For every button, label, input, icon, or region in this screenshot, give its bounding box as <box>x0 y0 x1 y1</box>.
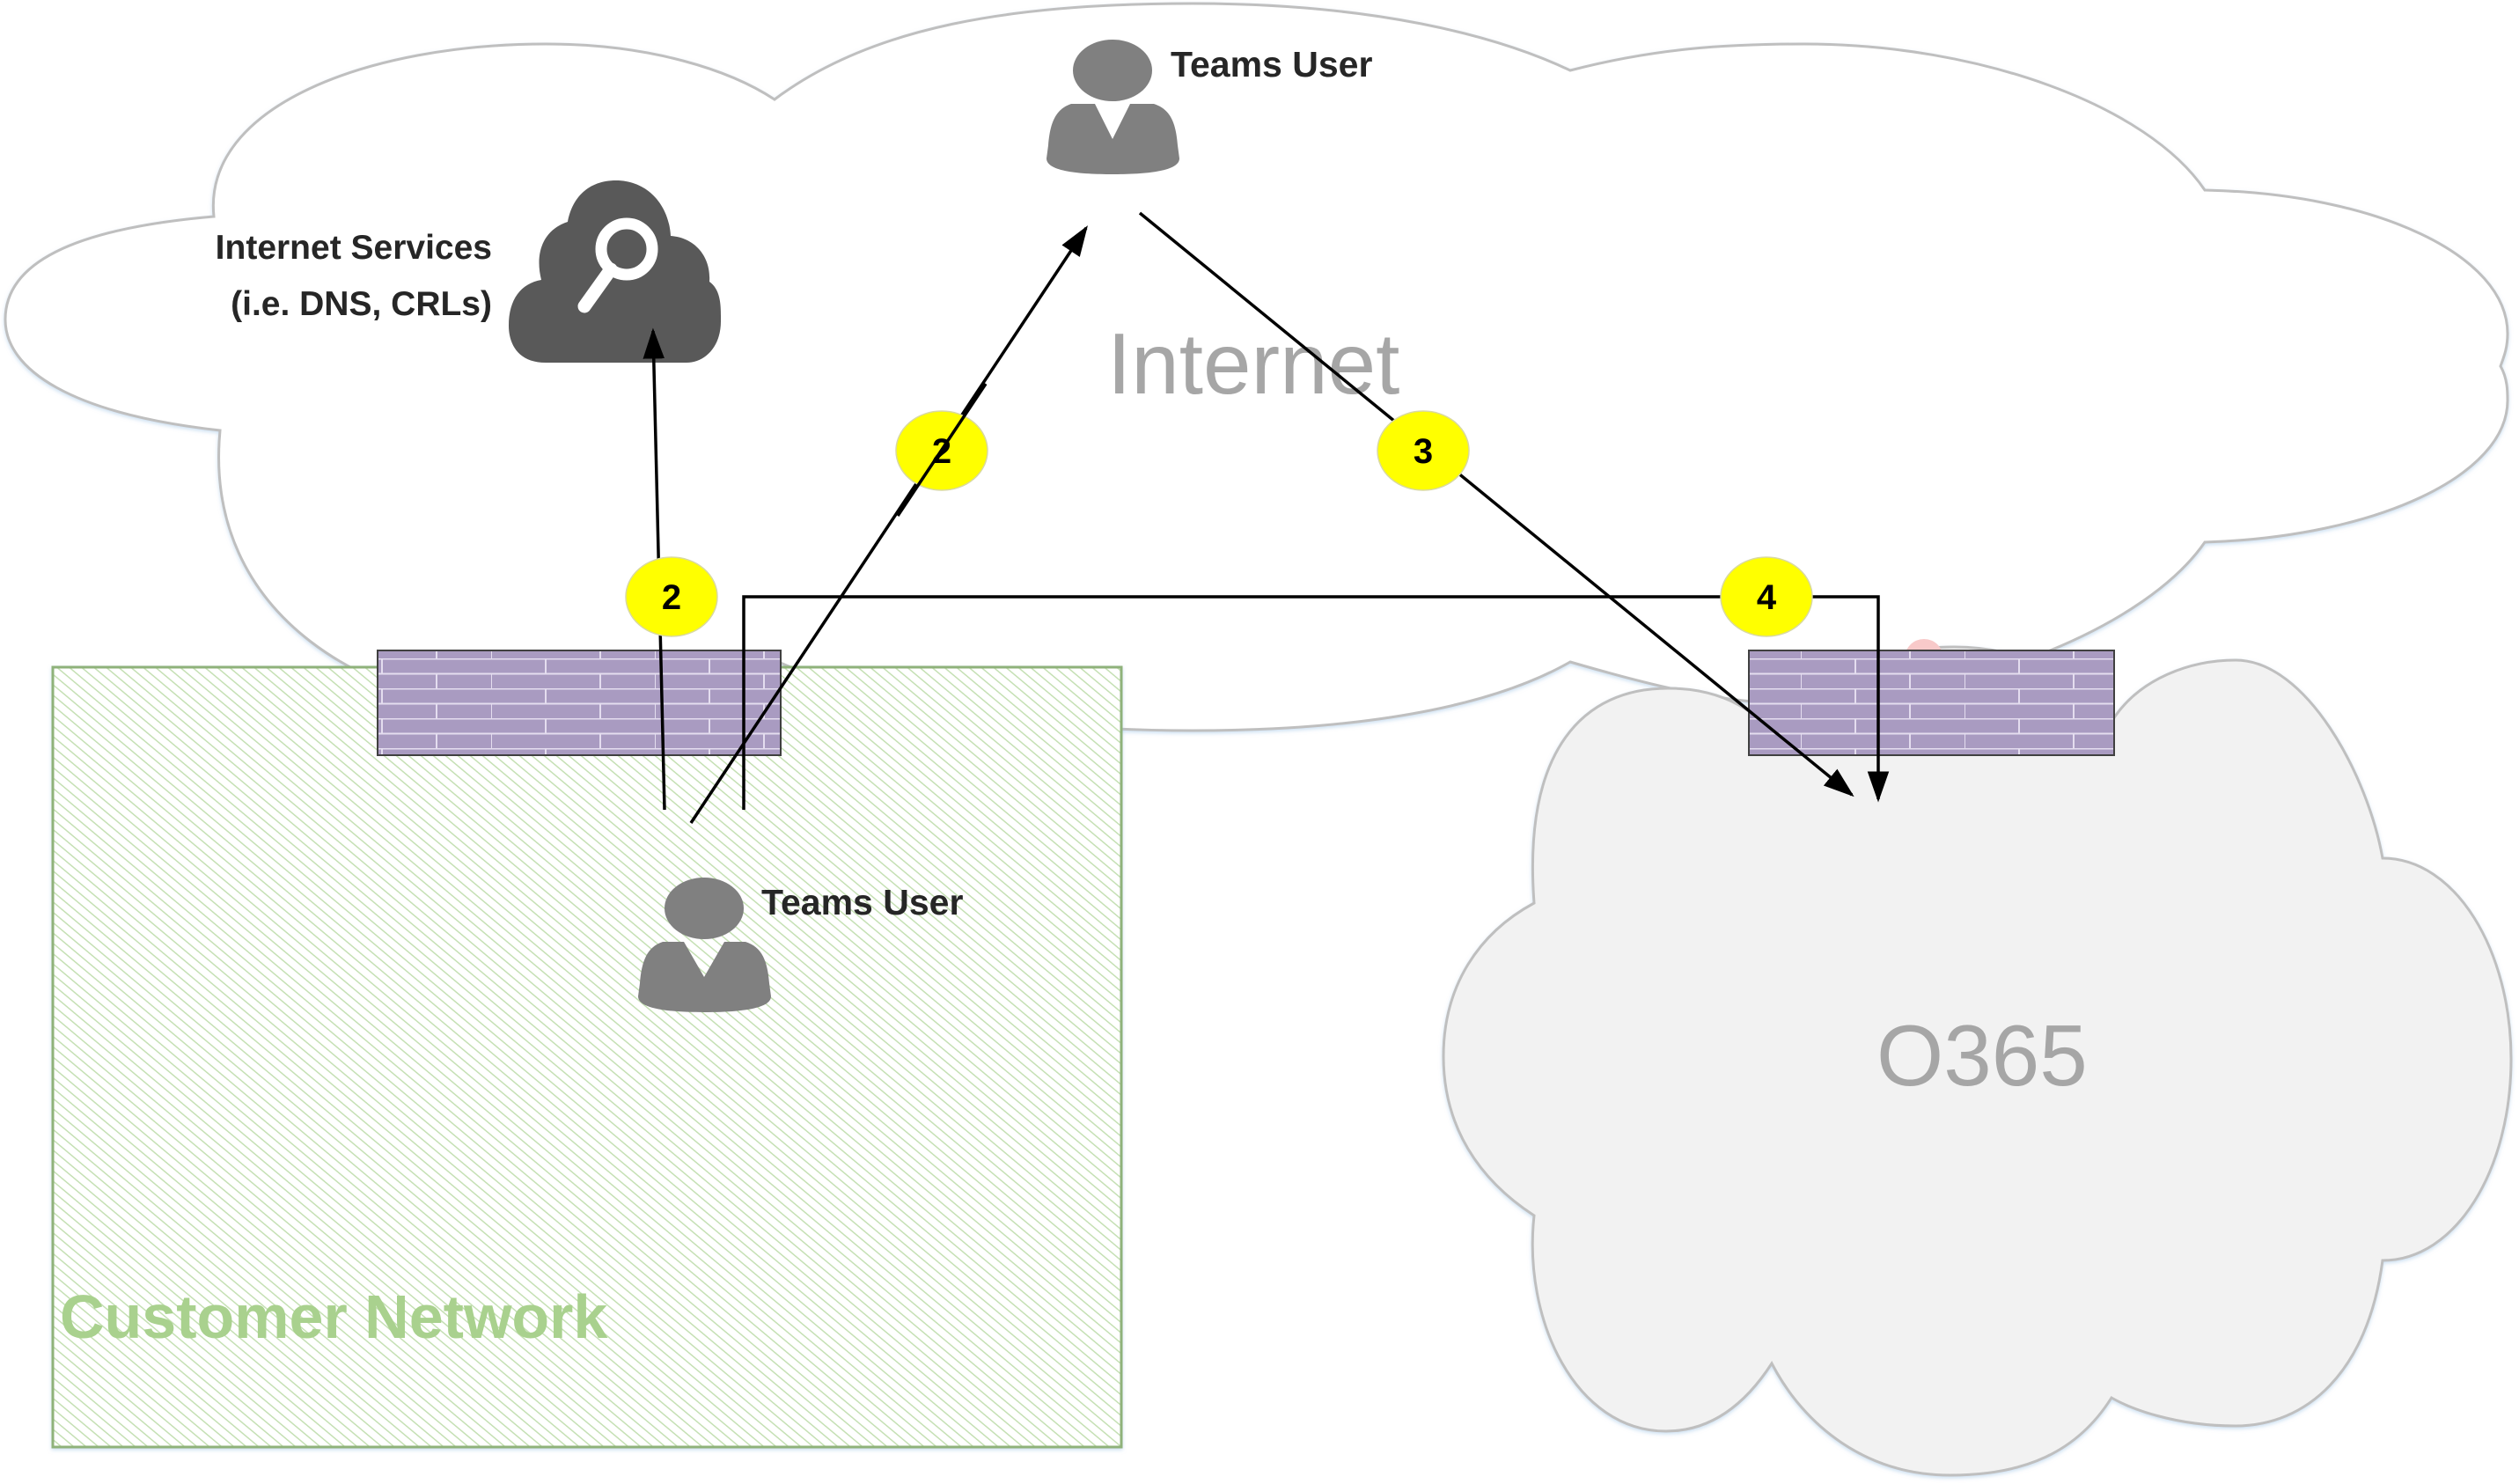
step-badge-2-internet-user: 2 <box>895 383 988 517</box>
flow-3-to-o365 <box>1138 211 1854 797</box>
user-icon <box>638 878 771 1012</box>
o365-cloud: O365 <box>1442 639 2513 1477</box>
cloud-search-icon <box>509 180 722 363</box>
internet-cloud: Internet <box>4 2 2509 732</box>
badge-label: 2 <box>662 578 681 617</box>
customer-network-zone: Customer Network <box>51 665 1123 1449</box>
flow-2-overlay <box>896 383 988 517</box>
step-badge-3: 3 <box>1377 410 1470 491</box>
customer-network-label: Customer Network <box>60 1282 607 1351</box>
flow-lines <box>643 211 1890 824</box>
badge-circle <box>1720 556 1813 637</box>
badge-circle <box>625 556 718 637</box>
customer-network-box <box>51 665 1123 1449</box>
flow-2-to-internet-user <box>689 225 1088 824</box>
internet-services-subtitle: (i.e. DNS, CRLs) <box>231 285 492 323</box>
internet-services-title: Internet Services <box>216 229 492 267</box>
teams-user-internet-label: Teams User <box>1171 44 1372 84</box>
badge-circle <box>1377 410 1470 491</box>
badge-label: 4 <box>1757 578 1777 617</box>
user-icon <box>1047 40 1179 174</box>
badge-label: 3 <box>1414 432 1433 471</box>
customer-firewall <box>377 650 782 756</box>
teams-user-customer-label: Teams User <box>761 882 963 922</box>
firewall-brick-icon <box>377 650 782 756</box>
internet-services-node: Internet Services (i.e. DNS, CRLs) <box>216 180 722 363</box>
step-badge-2-dns: 2 <box>625 556 718 637</box>
firewall-brick-icon <box>1748 650 2115 756</box>
o365-firewall <box>1748 650 2115 756</box>
o365-label: O365 <box>1876 1007 2088 1104</box>
internet-label: Internet <box>1107 315 1399 412</box>
teams-user-customer: Teams User <box>638 878 963 1012</box>
teams-user-internet: Teams User <box>1047 40 1372 174</box>
step-badge-4: 4 <box>1720 556 1813 637</box>
flow-4-to-o365 <box>742 595 1890 810</box>
